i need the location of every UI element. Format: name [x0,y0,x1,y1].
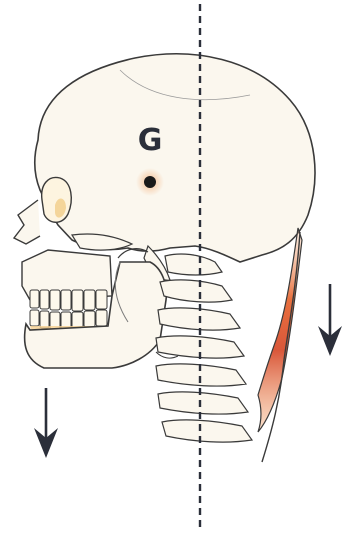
nasal-bone [14,200,40,244]
cervical-spine [156,254,252,442]
center-of-gravity-dot [144,176,156,188]
center-of-gravity-label: G [138,123,163,158]
posterior-neck-muscle [258,228,302,432]
vertebra-c2 [160,280,232,302]
neck-muscle-force-arrow [318,284,342,356]
jaw-force-arrow [34,388,58,458]
upper-teeth [30,290,107,311]
vertebra-c1 [165,254,222,275]
skull-outline [35,54,315,262]
vertebra-c6 [158,392,248,414]
vertebra-c7 [162,420,252,442]
